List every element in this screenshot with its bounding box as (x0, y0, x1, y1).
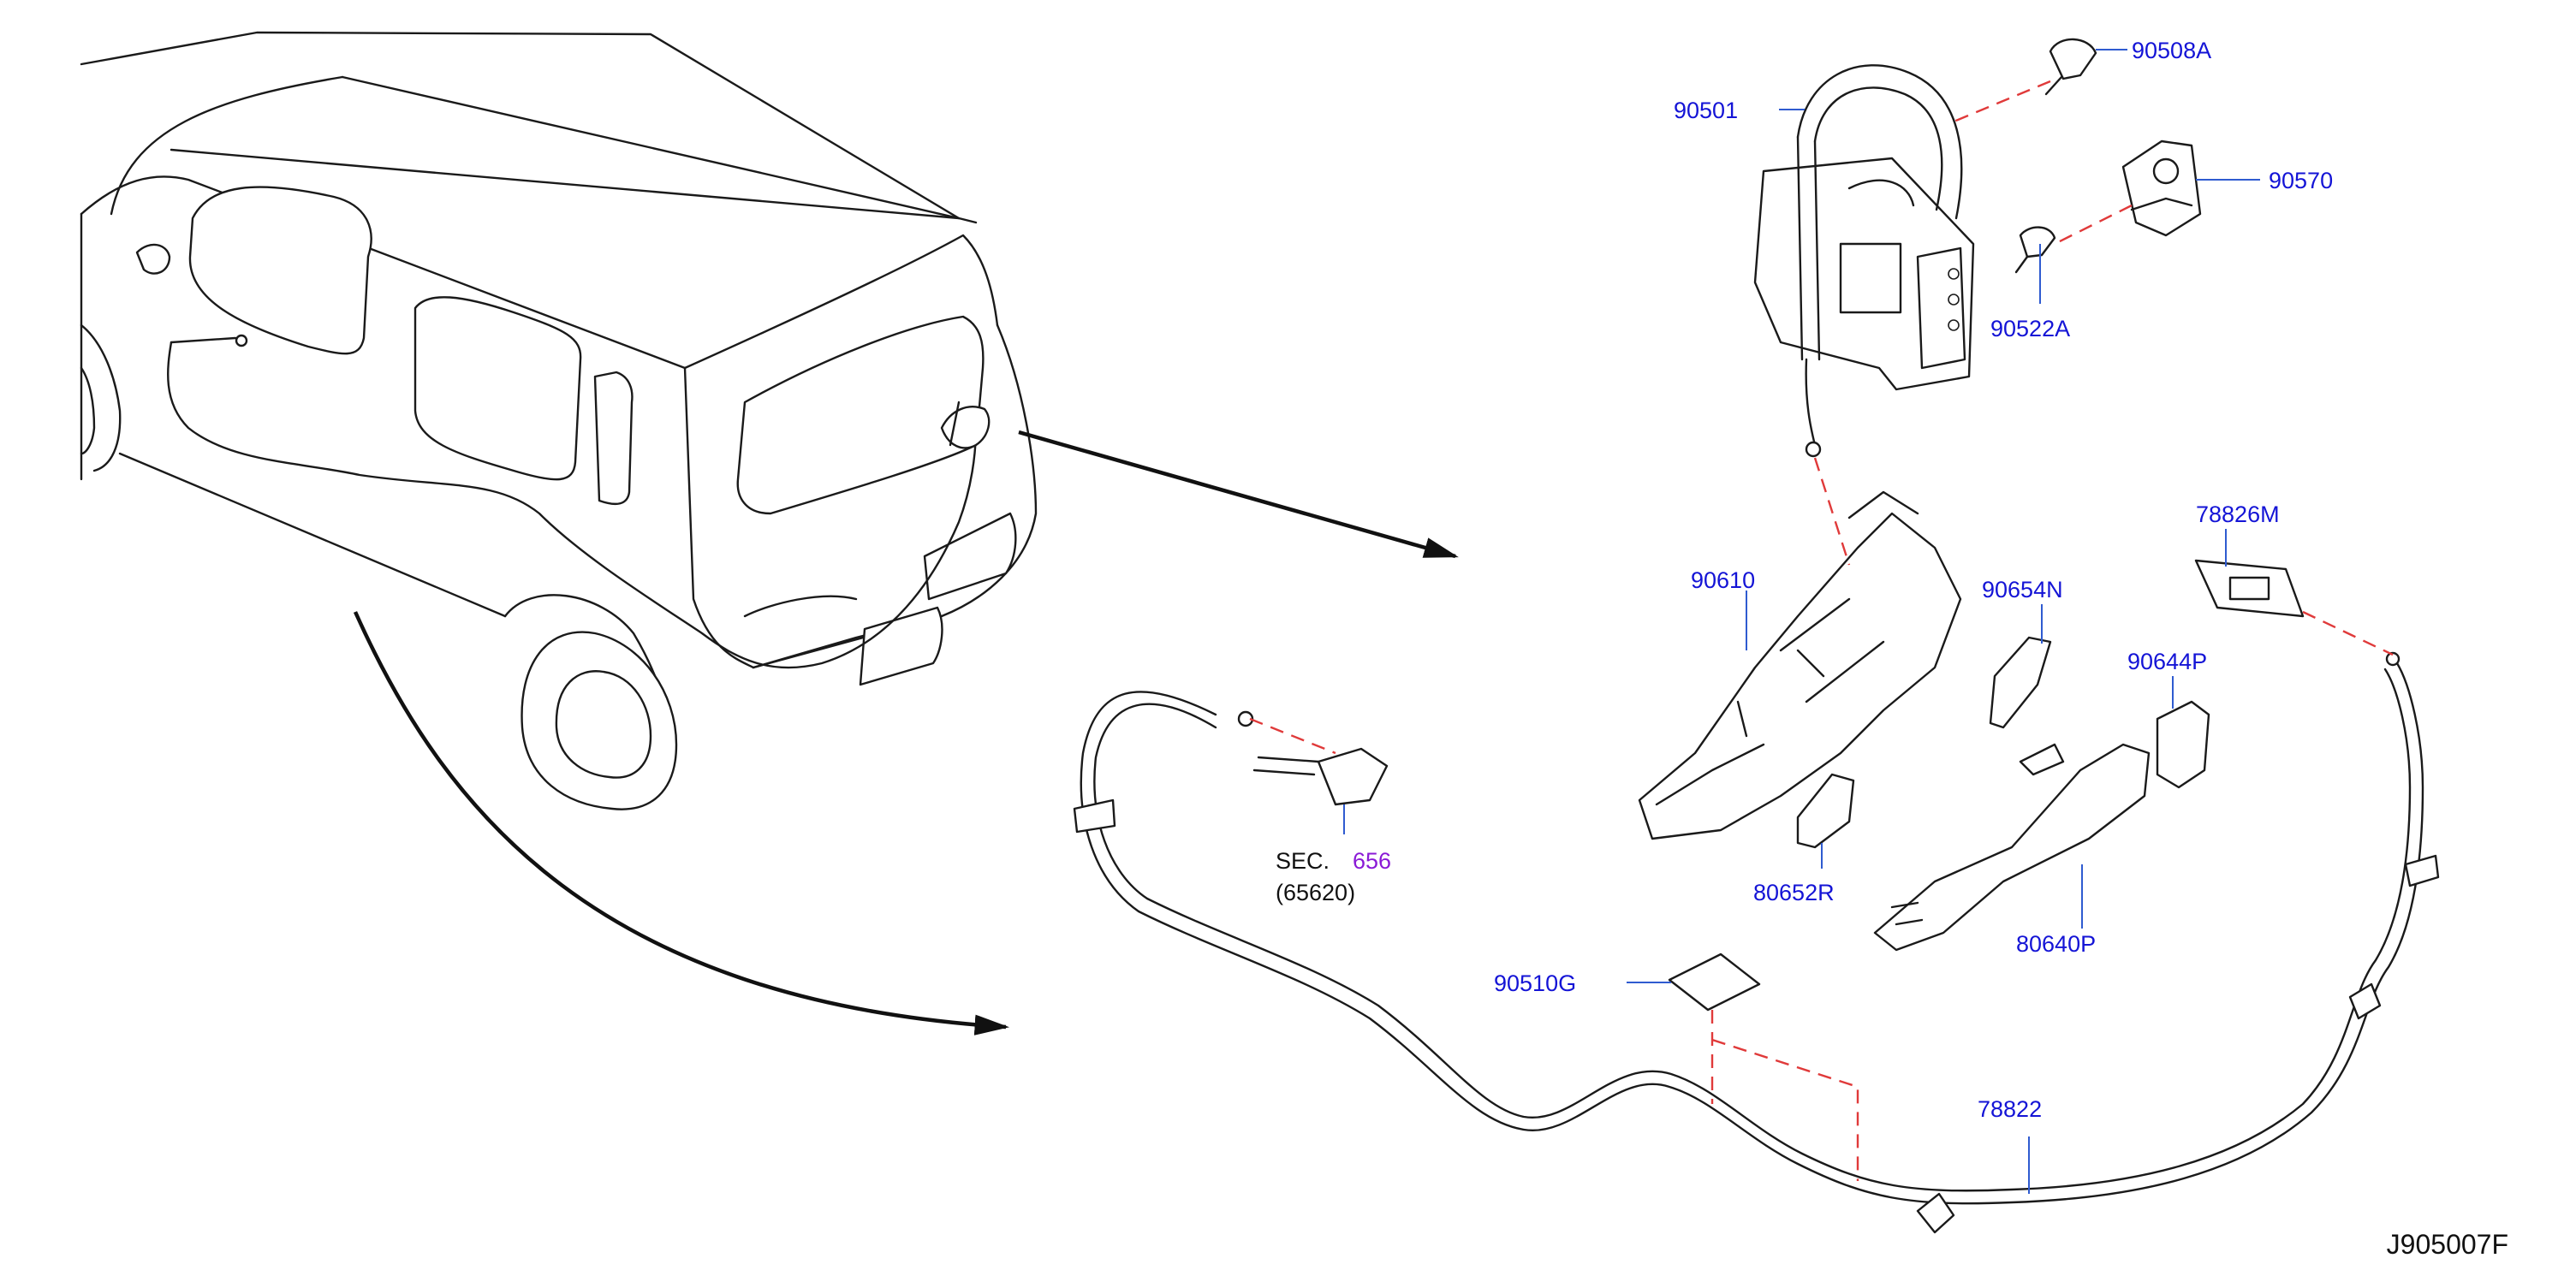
part-label-78822: 78822 (1978, 1096, 2042, 1122)
gasket-90654n-shape (1989, 636, 2052, 729)
switch-78826m-shape (2194, 559, 2305, 618)
screw-90522a-shape (2014, 226, 2056, 274)
part-label-80640p: 80640P (2016, 931, 2096, 957)
key-cap-90644p-shape (2156, 700, 2210, 789)
release-connector-shape (1237, 710, 1389, 806)
gasket-80652r-shape (1796, 773, 1855, 849)
patch-90510g-shape (1668, 952, 1761, 1012)
callout-arrow-lower (353, 611, 1010, 1036)
part-label-90654n: 90654N (1982, 577, 2063, 602)
part-label-90510g: 90510G (1494, 970, 1576, 996)
harness-78822-shape (1073, 651, 2440, 1234)
leader-lines (1343, 49, 2260, 1194)
part-label-90501: 90501 (1674, 98, 1738, 123)
outside-handle-shape (1873, 743, 2151, 952)
part-label-90610: 90610 (1691, 567, 1755, 593)
door-lock-assembly-shape (1753, 64, 1975, 458)
part-label-90570: 90570 (2269, 168, 2333, 193)
vehicle-illustration (80, 31, 1038, 810)
part-label-90644p: 90644P (2127, 649, 2207, 674)
section-ref-number[interactable]: 656 (1353, 848, 1391, 874)
part-label-80652r: 80652R (1753, 880, 1835, 905)
section-ref-prefix: SEC. (1276, 848, 1330, 874)
section-ref-sub: (65620) (1276, 880, 1355, 905)
assembly-dashed-lines (1249, 80, 2394, 1181)
part-label-90508a: 90508A (2132, 38, 2211, 63)
callout-arrow-upper (1018, 430, 1459, 559)
part-label-78826m: 78826M (2196, 501, 2280, 527)
striker-90570-shape (2121, 139, 2202, 237)
part-label-90522a: 90522A (1990, 316, 2070, 341)
screw-90508a-shape (2044, 38, 2097, 96)
handle-bracket-shape (1638, 490, 1962, 840)
diagram-code: J905007F (2387, 1229, 2508, 1260)
